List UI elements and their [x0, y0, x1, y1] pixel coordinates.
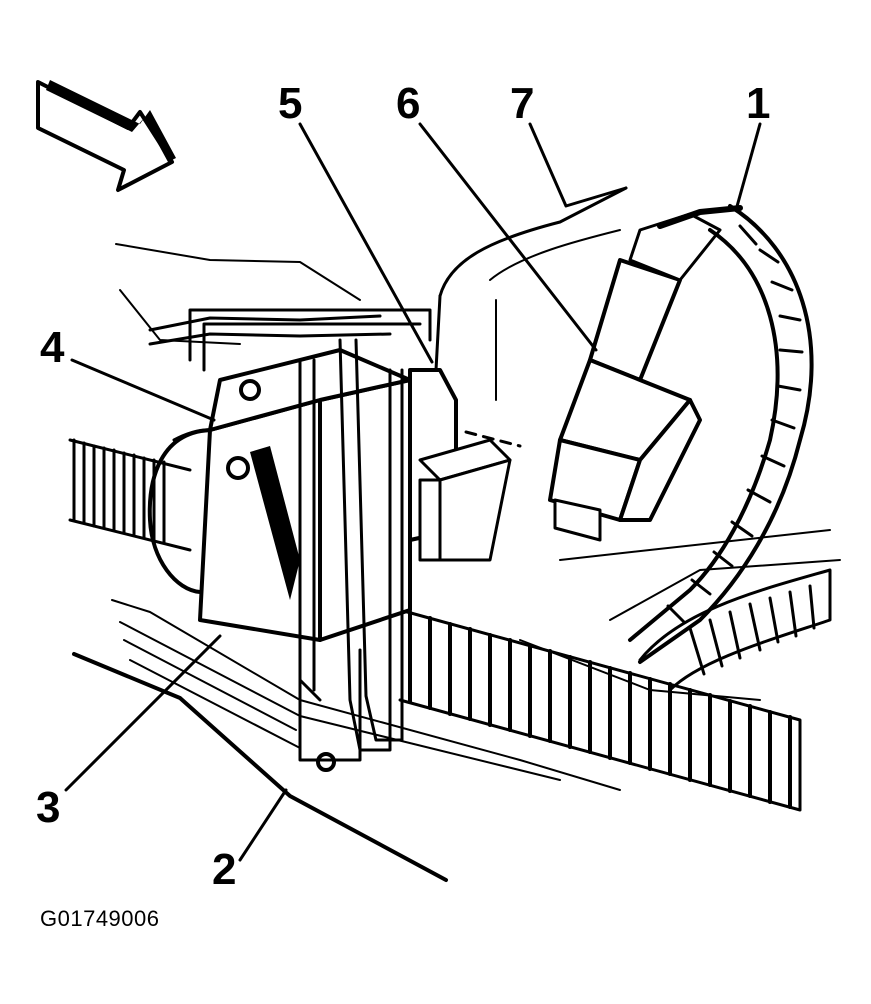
front-direction-arrow-icon: [36, 80, 176, 192]
callout-5: 5: [278, 79, 303, 128]
mounting-panel: [115, 186, 628, 401]
connector-harness-conduit: [628, 204, 814, 664]
callout-4: 4: [40, 323, 65, 372]
callout-leaders: [64, 122, 762, 862]
callout-1: 1: [746, 79, 771, 128]
module-connector: [408, 368, 522, 562]
leader-2: [238, 788, 288, 862]
brake-lines: [148, 308, 432, 752]
ebcm-module: [198, 348, 412, 772]
leader-3: [64, 634, 222, 792]
callout-6: 6: [396, 79, 421, 128]
figure-id: G01749006: [40, 906, 160, 931]
callout-7: 7: [510, 79, 535, 128]
leader-7: [528, 122, 628, 208]
callout-3: 3: [36, 783, 61, 832]
leader-1: [734, 122, 762, 212]
callout-2: 2: [212, 845, 237, 894]
leader-6: [418, 122, 598, 352]
leader-5: [298, 122, 434, 364]
wiring-harness-conduit: [68, 438, 832, 812]
leader-4: [70, 358, 216, 422]
harness-connector: [548, 205, 743, 542]
frame-rail: [72, 529, 841, 882]
